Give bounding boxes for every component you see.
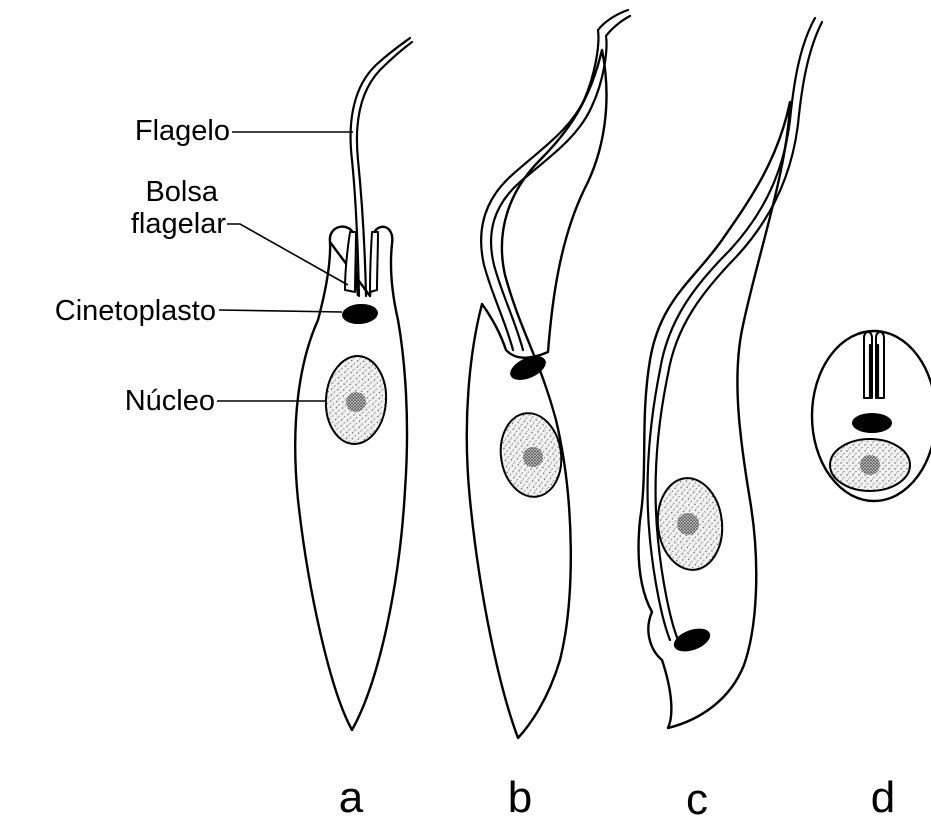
cell-a-body <box>295 227 407 730</box>
cell-d-nucleolus <box>860 455 880 475</box>
caption-d: d <box>871 773 895 818</box>
label-flagelo: Flagelo <box>135 115 230 147</box>
cell-c-nucleolus <box>677 513 699 535</box>
cell-b-epimastigote <box>467 10 630 738</box>
cell-d-kinetoplast <box>852 413 892 433</box>
label-nucleo: Núcleo <box>125 385 215 417</box>
caption-c: c <box>686 775 708 818</box>
label-flagelar: flagelar <box>131 208 226 240</box>
cell-a-nucleolus <box>346 392 366 412</box>
caption-a: a <box>339 773 364 818</box>
captions: a b c d <box>339 773 895 818</box>
cell-a-promastigote <box>295 38 412 730</box>
cell-d-amastigote <box>812 331 931 501</box>
caption-b: b <box>508 773 532 818</box>
cell-b-nucleolus <box>523 447 543 467</box>
labels: Flagelo Bolsa flagelar Cinetoplasto Núcl… <box>55 115 230 417</box>
label-bolsa: Bolsa <box>145 176 218 208</box>
cell-c-trypomastigote <box>639 18 823 728</box>
label-cinetoplasto: Cinetoplasto <box>55 295 216 327</box>
